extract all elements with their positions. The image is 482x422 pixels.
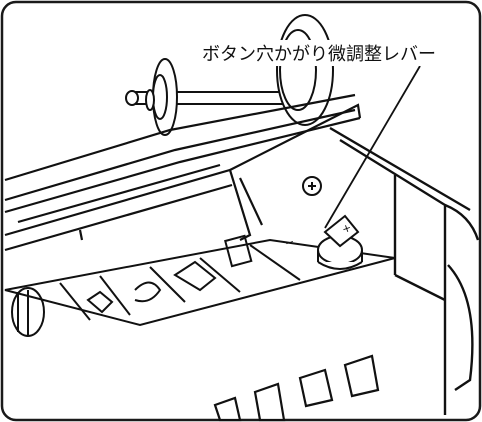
selector-panel [4,234,396,337]
spool-cap-left [145,58,178,136]
lever-callout-label: ボタン穴かがり微調整レバー [200,40,438,66]
dial-marker-icon [302,176,322,196]
front-buttons [213,354,380,422]
adjust-lever [317,214,363,270]
machine-housing [329,126,480,415]
callout-leader [324,65,421,229]
